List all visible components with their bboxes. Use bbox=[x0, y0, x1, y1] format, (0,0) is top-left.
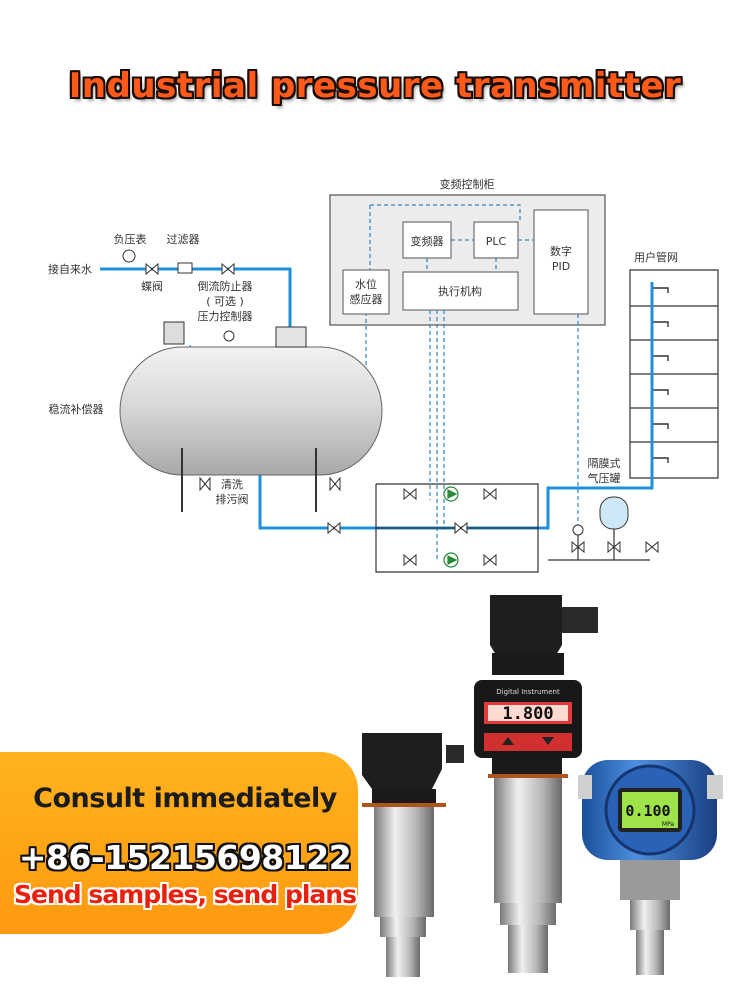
pid-label-2: PID bbox=[552, 260, 570, 273]
backflow-label-2: ( 可选 ) bbox=[206, 295, 244, 308]
outlet-gauge bbox=[572, 524, 584, 536]
butterfly-valve-label: 蝶阀 bbox=[141, 279, 163, 293]
pid-box bbox=[533, 209, 589, 315]
inverter-label: 变频器 bbox=[411, 234, 444, 248]
user-network-label: 用户管网 bbox=[634, 250, 678, 264]
transmitter-display: 1.800 Digital Instrument bbox=[474, 595, 598, 973]
water-in-label: 接自来水 bbox=[48, 263, 92, 276]
water-pipes bbox=[100, 267, 654, 530]
filter-label: 过滤器 bbox=[167, 233, 200, 246]
diaphragm-label-2: 气压罐 bbox=[588, 471, 621, 485]
pumps bbox=[443, 486, 459, 568]
water-level-label-1: 水位 bbox=[355, 277, 377, 291]
vacuum-gauge-label: 负压表 bbox=[114, 232, 147, 246]
plc-label: PLC bbox=[486, 235, 507, 248]
inverter-box bbox=[402, 221, 452, 259]
phone-number[interactable]: +86-15215698122 bbox=[18, 838, 352, 877]
tank-legs bbox=[181, 448, 317, 512]
user-pipe-network bbox=[629, 269, 719, 479]
clean-label-1: 清洗 bbox=[221, 478, 243, 491]
water-level-sensor-box bbox=[342, 269, 390, 315]
control-cabinet-label: 变频控制柜 bbox=[440, 177, 495, 191]
faucets bbox=[651, 287, 669, 466]
display-unit: MPa bbox=[662, 821, 675, 828]
vacuum-gauge bbox=[122, 249, 136, 263]
contact-banner bbox=[0, 752, 358, 934]
stabilizer-label: 稳流补偿器 bbox=[49, 402, 104, 416]
backflow-label-1: 倒流防止器 bbox=[198, 279, 253, 293]
tank-gauge bbox=[223, 330, 235, 342]
display-value-1: 1.800 bbox=[502, 704, 553, 724]
diaphragm-label-1: 隔膜式 bbox=[588, 457, 621, 470]
actuator-box bbox=[402, 271, 519, 311]
tank-right-fitting bbox=[275, 326, 307, 348]
pressure-controller-label: 压力控制器 bbox=[198, 309, 253, 323]
display-brand: Digital Instrument bbox=[496, 688, 560, 696]
page-title: Industrial pressure transmitter bbox=[68, 66, 682, 106]
send-samples-text: Send samples, send plans bbox=[14, 880, 357, 909]
product-photos: 1.800 Digital Instrument 0.100 MPa bbox=[362, 595, 723, 977]
water-level-label-2: 感应器 bbox=[350, 292, 383, 306]
valves bbox=[145, 262, 659, 567]
transmitter-small bbox=[362, 733, 464, 977]
actuator-label: 执行机构 bbox=[438, 284, 482, 298]
water-supply-diagram: 变频控制柜 变频器 PLC 数字 PID 水位 感应器 执行机构 用户管网 bbox=[48, 177, 719, 573]
down-icon bbox=[542, 737, 554, 745]
consult-text[interactable]: Consult immediately bbox=[33, 783, 337, 814]
diaphragm-tank bbox=[599, 496, 629, 530]
transmitter-blue: 0.100 MPa bbox=[578, 760, 723, 975]
tank-left-fitting bbox=[163, 321, 185, 345]
display-value-2: 0.100 bbox=[625, 802, 670, 820]
clean-label-2: 排污阀 bbox=[216, 492, 249, 506]
stabilizer-tank bbox=[119, 346, 383, 476]
pid-label-1: 数字 bbox=[550, 244, 572, 258]
up-icon bbox=[502, 737, 514, 745]
